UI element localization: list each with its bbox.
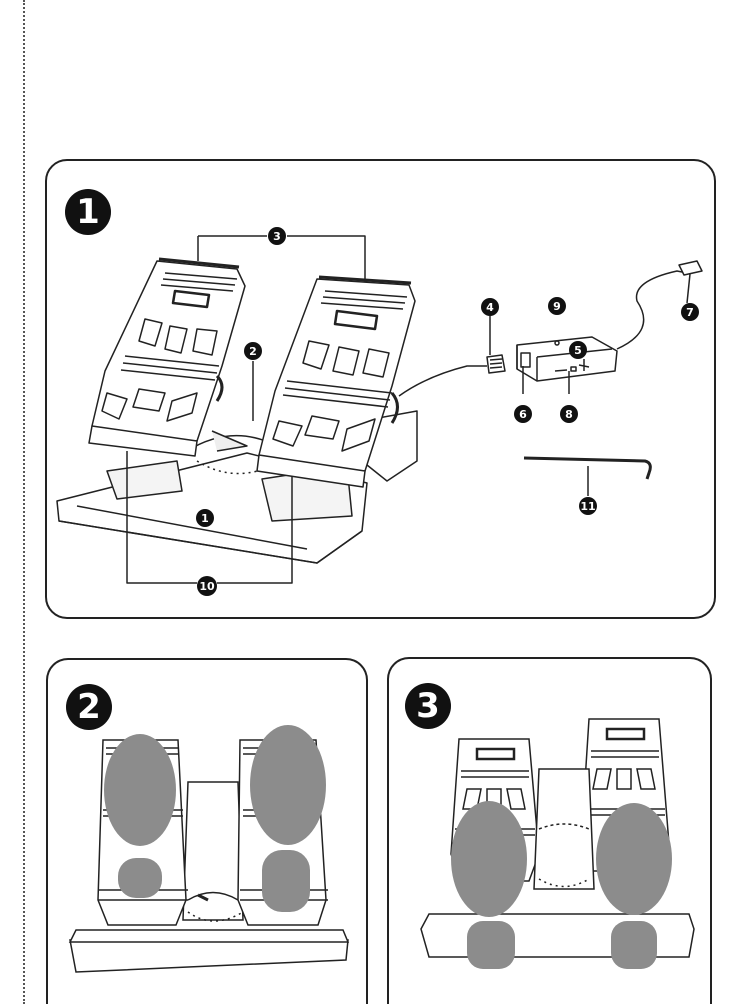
callout-1: 1	[201, 512, 209, 525]
step-number-3: 3	[405, 683, 451, 729]
panel-feet-position-3: 3	[387, 657, 712, 1004]
callout-5: 5	[574, 344, 582, 357]
callout-4: 4	[486, 301, 494, 314]
callout-10: 10	[199, 580, 215, 593]
callout-6: 6	[519, 408, 527, 421]
callout-8: 8	[565, 408, 573, 421]
step-number-1: 1	[65, 189, 111, 235]
callout-7: 7	[686, 306, 694, 319]
callout-2: 2	[249, 345, 257, 358]
footprints	[451, 801, 672, 969]
panel-feet-position-2: 2	[46, 658, 368, 1004]
callout-11: 11	[580, 500, 595, 513]
pedals-heels-back-illustration	[68, 725, 350, 973]
pedal-set-illustration: 3 2 4 5 9 6 8 7 11 1 10	[56, 227, 703, 596]
callout-3: 3	[273, 230, 281, 243]
panel-overview: 1	[45, 159, 716, 619]
dotted-margin-line	[23, 0, 25, 1004]
footprints	[104, 725, 326, 912]
pedals-heels-forward-illustration	[420, 718, 695, 969]
step-number-2: 2	[66, 684, 112, 730]
callout-9: 9	[553, 300, 561, 313]
